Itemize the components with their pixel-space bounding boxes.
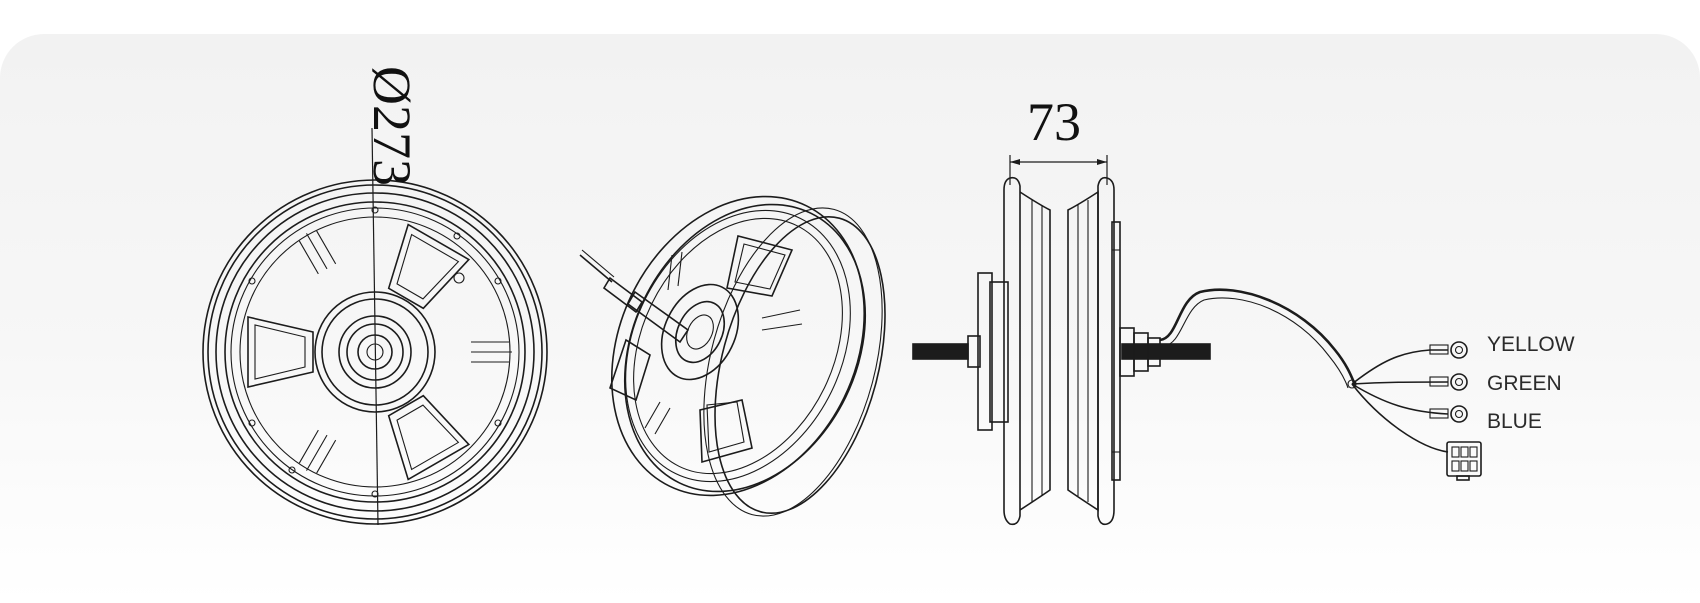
width-dimension	[1009, 155, 1108, 185]
wire-harness	[1347, 341, 1482, 481]
isometric-view	[579, 195, 886, 517]
front-view	[202, 127, 548, 526]
width-label: 73	[1027, 92, 1081, 152]
side-view	[912, 176, 1357, 526]
wire-label-green: GREEN	[1487, 372, 1562, 395]
wire-label-yellow: YELLOW	[1487, 333, 1575, 356]
diameter-label: Ø273	[362, 66, 422, 186]
wire-label-blue: BLUE	[1487, 410, 1542, 433]
